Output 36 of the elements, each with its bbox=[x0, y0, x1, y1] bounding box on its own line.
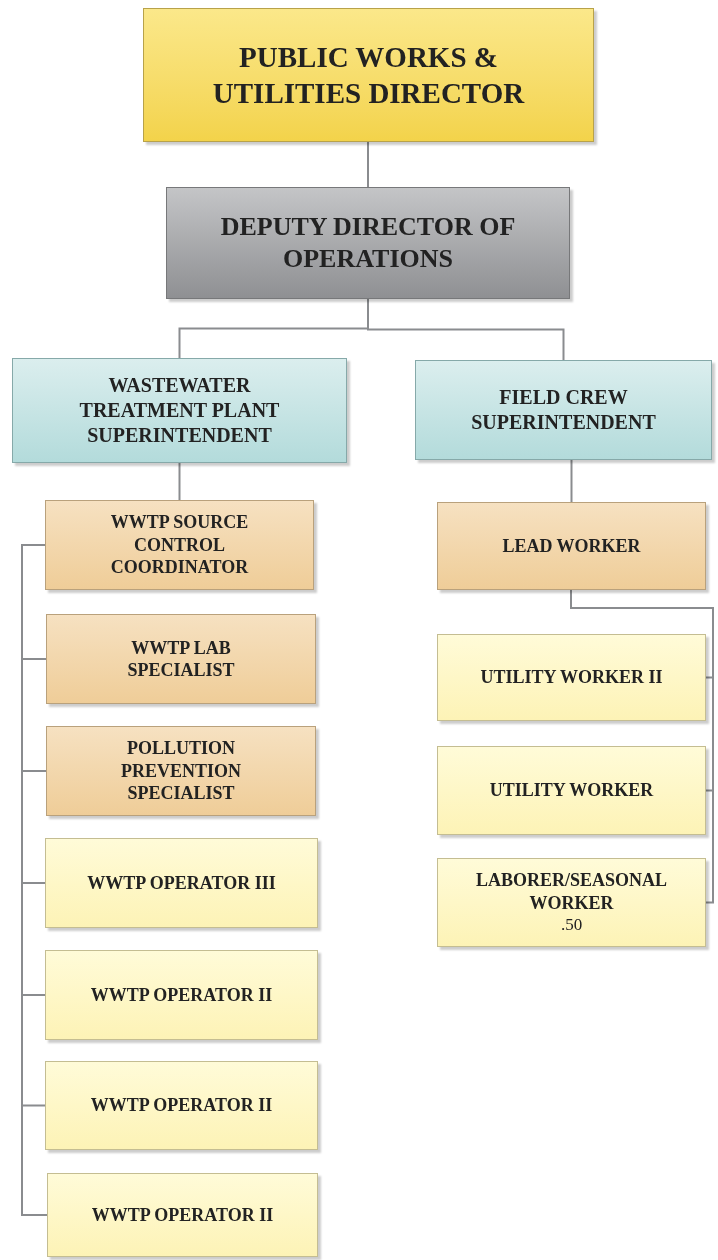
position-box bbox=[45, 950, 318, 1040]
connector-line bbox=[367, 141, 369, 188]
superintendent-box bbox=[12, 358, 347, 463]
position-box bbox=[45, 1061, 318, 1150]
connector-line bbox=[367, 298, 565, 361]
connector-line bbox=[570, 459, 573, 503]
superintendent-box bbox=[415, 360, 712, 460]
position-title: PUBLIC WORKS & UTILITIES DIRECTOR bbox=[211, 39, 526, 111]
deputy-box bbox=[166, 187, 570, 299]
position-box bbox=[46, 614, 316, 704]
position-box bbox=[437, 634, 706, 721]
connector-line bbox=[21, 544, 48, 1216]
position-title: WWTP OPERATOR II bbox=[90, 1094, 273, 1117]
position-title: WASTEWATER TREATMENT PLANT SUPERINTENDENT bbox=[78, 373, 281, 448]
position-title: WWTP LAB SPECIALIST bbox=[126, 636, 236, 682]
position-box bbox=[437, 502, 706, 590]
position-box bbox=[47, 1173, 318, 1257]
position-box bbox=[46, 726, 316, 816]
position-title: LABORER/SEASONAL WORKER bbox=[474, 869, 669, 915]
position-box bbox=[437, 858, 706, 947]
position-title: UTILITY WORKER II bbox=[480, 666, 663, 689]
position-box bbox=[45, 500, 314, 590]
position-title: WWTP OPERATOR III bbox=[87, 871, 276, 895]
position-title: UTILITY WORKER bbox=[489, 779, 654, 802]
position-box bbox=[437, 746, 706, 835]
position-fte: .50 bbox=[560, 914, 583, 936]
position-title: WWTP OPERATOR II bbox=[90, 983, 273, 1007]
position-title: WWTP OPERATOR II bbox=[91, 1203, 274, 1227]
director-box bbox=[143, 8, 594, 142]
position-title: DEPUTY DIRECTOR OF OPERATIONS bbox=[219, 210, 517, 275]
position-title: FIELD CREW SUPERINTENDENT bbox=[470, 385, 657, 435]
connector-line bbox=[178, 462, 181, 501]
position-title: POLLUTION PREVENTION SPECIALIST bbox=[120, 737, 242, 805]
position-box bbox=[45, 838, 318, 928]
position-title: WWTP SOURCE CONTROL COORDINATOR bbox=[109, 511, 250, 579]
position-title: LEAD WORKER bbox=[502, 534, 641, 558]
